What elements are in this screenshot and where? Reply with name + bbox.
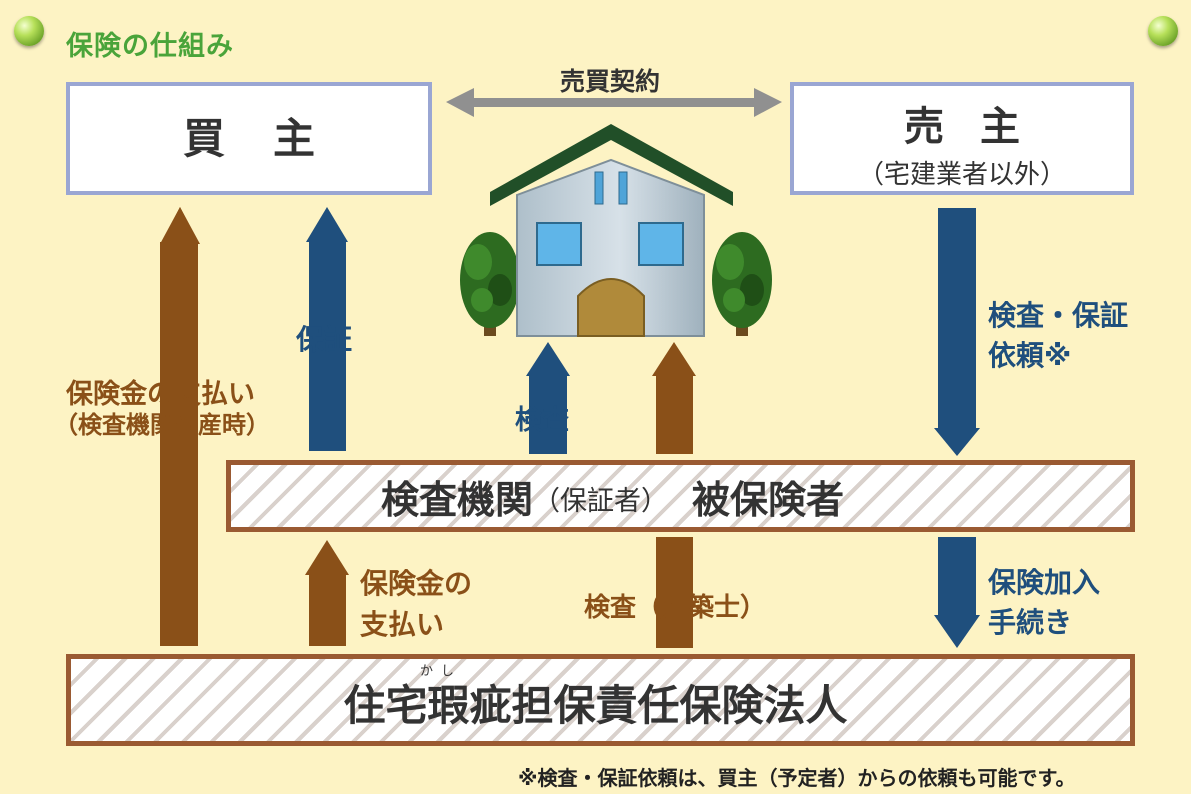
insured-label: 被保険者 — [692, 477, 845, 522]
house-icon — [490, 124, 733, 337]
insurer-band — [66, 654, 1135, 746]
insurer-name: 住宅瑕疵担保責任保険法人 — [343, 681, 848, 730]
arrow-up-icon — [160, 207, 200, 646]
agency-role: （保証者） — [533, 485, 669, 517]
tree-icon — [460, 232, 520, 336]
page-title: 保険の仕組み — [66, 31, 234, 62]
ruby-text: かし — [420, 664, 463, 679]
arrow-down-icon — [934, 208, 980, 456]
arrow-up-icon — [306, 207, 348, 451]
arrow-up-icon — [305, 540, 349, 646]
pin-icon — [14, 16, 44, 46]
contract-label: 売買契約 — [559, 67, 660, 96]
insurance-payment-2-label: 保険金の — [360, 567, 473, 600]
insurance-payment-2-label-2: 支払い — [360, 608, 445, 641]
seller-label: 売主 — [904, 104, 1056, 150]
insurance-payment-label: 保険金の支払い — [66, 379, 255, 410]
guarantee-label: 保証 — [296, 323, 353, 356]
arrow-up-icon — [526, 342, 570, 454]
double-arrow-icon — [446, 88, 782, 117]
inspection-request-label-2: 依頼※ — [988, 339, 1072, 372]
inspection-architect-label: 検査（建築士） — [584, 593, 767, 623]
arrow-down-icon — [934, 537, 980, 648]
arrow-up-icon — [652, 342, 696, 454]
inspection-agency-band: 検査機関 （保証者） 被保険者 — [226, 460, 1135, 532]
inspection-label: 検査 — [515, 405, 569, 436]
insurance-join-label-2: 手続き — [988, 606, 1073, 639]
inspection-request-label: 検査・保証 — [988, 299, 1129, 332]
tree-icon — [712, 232, 772, 336]
seller-box: 売主 （宅建業者以外） — [790, 82, 1134, 195]
footnote: ※検査・保証依頼は、買主（予定者）からの依頼も可能です。 — [518, 766, 1076, 790]
buyer-label: 買主 — [182, 113, 363, 163]
insurance-join-label: 保険加入 — [988, 566, 1101, 599]
arrow-stem — [656, 537, 693, 648]
insurance-payment-sublabel: （検査機関倒産時） — [54, 411, 270, 439]
buyer-box: 買主 — [66, 82, 432, 195]
pin-icon — [1148, 16, 1178, 46]
agency-name: 検査機関 — [381, 477, 534, 522]
seller-sublabel: （宅建業者以外） — [857, 160, 1066, 190]
